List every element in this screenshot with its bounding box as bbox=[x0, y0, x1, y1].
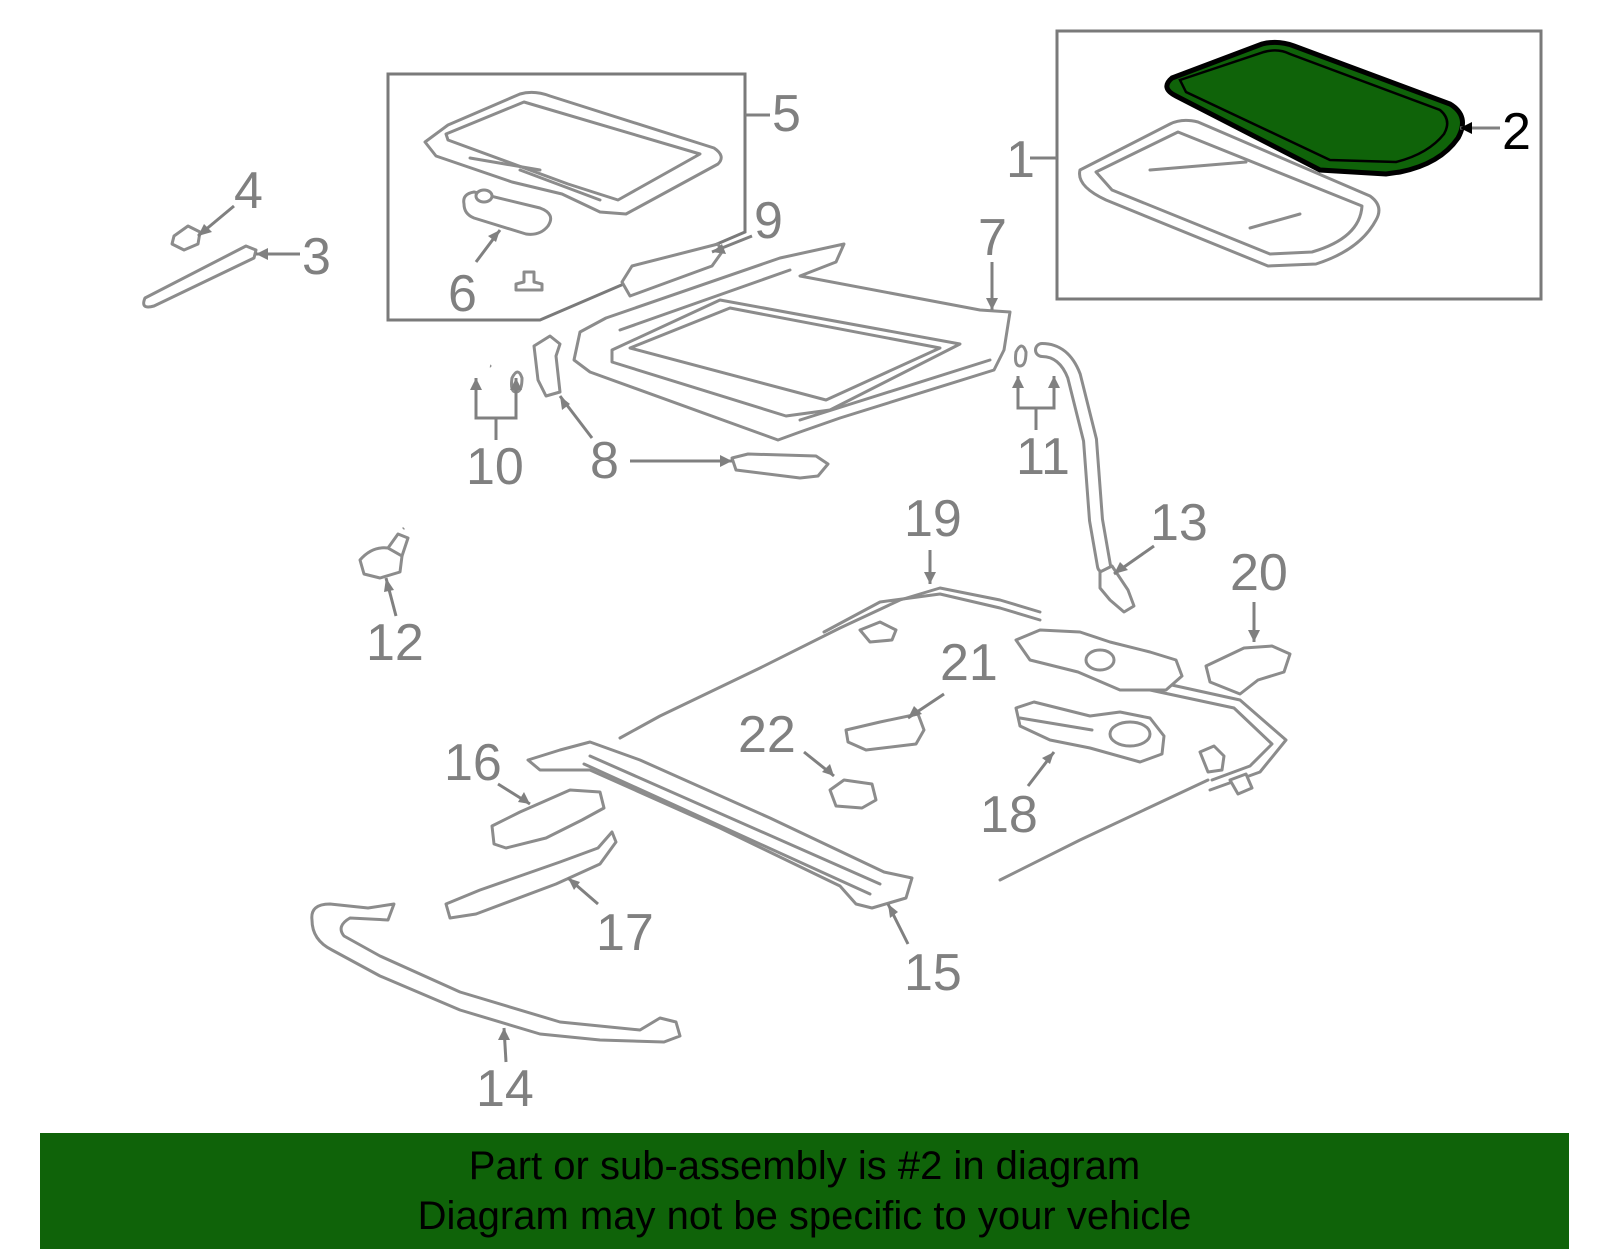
part-5-sunshade[interactable] bbox=[423, 90, 723, 216]
callout-21: 21 bbox=[940, 634, 998, 692]
part-7-frame[interactable] bbox=[572, 242, 1012, 442]
callout-13: 13 bbox=[1150, 494, 1208, 552]
callout-17: 17 bbox=[596, 904, 654, 962]
part-1-glass-panel[interactable] bbox=[1078, 118, 1381, 268]
callout-labels: 1 2 3 4 5 6 7 8 9 10 11 12 13 14 15 16 1… bbox=[234, 85, 1531, 1118]
banner-line-2: Diagram may not be specific to your vehi… bbox=[417, 1194, 1192, 1238]
part-17-slider[interactable] bbox=[444, 830, 618, 920]
leader-lines bbox=[197, 122, 1500, 1063]
part-19-cable-assembly[interactable] bbox=[618, 586, 1288, 882]
part-21-bracket[interactable] bbox=[844, 712, 926, 752]
part-8-seal-bottom[interactable] bbox=[730, 452, 830, 480]
callout-7: 7 bbox=[978, 209, 1007, 267]
part-14-drain-channel[interactable] bbox=[310, 902, 682, 1044]
part-16-slider[interactable] bbox=[490, 788, 606, 850]
callout-22: 22 bbox=[738, 706, 796, 764]
banner-line-1: Part or sub-assembly is #2 in diagram bbox=[468, 1144, 1141, 1188]
callout-10: 10 bbox=[466, 438, 524, 496]
callout-9: 9 bbox=[754, 192, 783, 250]
callout-18: 18 bbox=[980, 786, 1038, 844]
part-6-handle[interactable] bbox=[462, 188, 553, 292]
callout-6: 6 bbox=[448, 265, 477, 323]
callout-15: 15 bbox=[904, 944, 962, 1002]
callout-2[interactable]: 2 bbox=[1502, 103, 1531, 161]
callout-16: 16 bbox=[444, 734, 502, 792]
callout-11: 11 bbox=[1016, 428, 1070, 486]
callout-5: 5 bbox=[772, 85, 801, 143]
callout-20: 20 bbox=[1230, 544, 1288, 602]
callout-4: 4 bbox=[234, 162, 263, 220]
part-4-clip[interactable] bbox=[170, 224, 202, 252]
part-20-bracket[interactable] bbox=[1204, 644, 1292, 696]
part-2-weatherstrip[interactable] bbox=[1164, 39, 1465, 177]
part-18-motor[interactable] bbox=[1014, 700, 1166, 764]
callout-8: 8 bbox=[590, 432, 619, 490]
part-19-motor-bracket[interactable] bbox=[1014, 628, 1184, 692]
group-box-1 bbox=[1055, 29, 1543, 301]
part-12-hose-end[interactable] bbox=[358, 532, 410, 580]
callout-14: 14 bbox=[476, 1060, 534, 1118]
callout-12: 12 bbox=[366, 614, 424, 672]
callout-19: 19 bbox=[904, 490, 962, 548]
info-banner: Part or sub-assembly is #2 in diagram Di… bbox=[40, 1133, 1569, 1249]
part-11-drain-hose[interactable] bbox=[1014, 342, 1112, 574]
callout-1: 1 bbox=[1006, 131, 1035, 189]
part-8-seal-left[interactable] bbox=[532, 334, 562, 398]
part-13-hose-end[interactable] bbox=[1098, 564, 1136, 614]
callout-3: 3 bbox=[302, 228, 331, 286]
part-3-guide[interactable] bbox=[142, 244, 258, 309]
part-15-front-rail[interactable] bbox=[526, 740, 914, 910]
part-22-block[interactable] bbox=[828, 778, 878, 810]
